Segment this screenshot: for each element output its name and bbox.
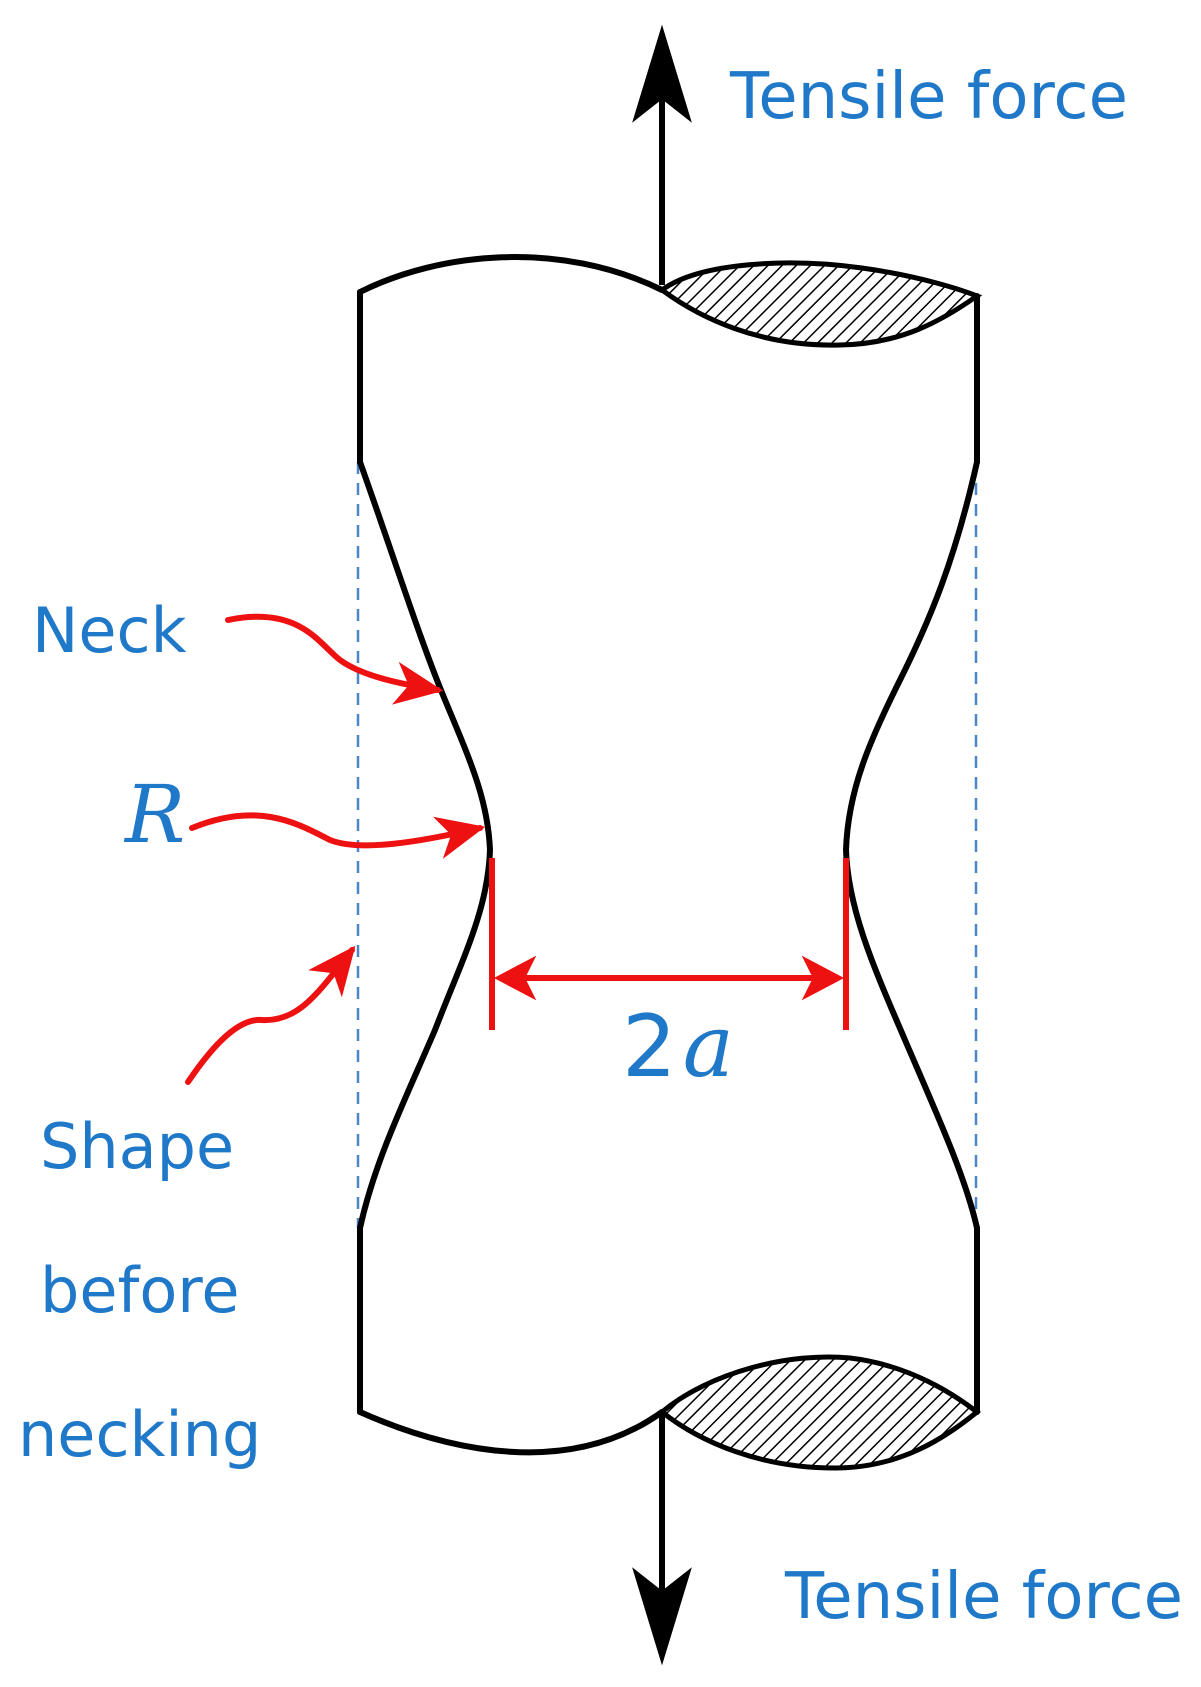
width-label-variable: a [683, 997, 734, 1097]
specimen-right-neck-profile [843, 459, 980, 1231]
specimen-bottom-edge [357, 1409, 665, 1456]
specimen-outline [357, 254, 980, 1456]
width-label: 2a [622, 997, 734, 1097]
tensile-force-arrows [632, 24, 692, 1666]
shape-before-label-line2: before [40, 1254, 240, 1327]
original-shape-dashed-lines [356, 462, 978, 1228]
width-arrow-left-head [493, 955, 537, 1001]
width-label-number: 2 [622, 997, 677, 1097]
neck-label: Neck [32, 594, 187, 667]
radius-label: R [123, 768, 185, 861]
top-force-arrow-head [632, 24, 692, 123]
specimen-left-neck-profile [357, 459, 493, 1231]
shape-before-label-line1: Shape [40, 1110, 234, 1183]
bottom-force-arrow-head [632, 1567, 692, 1666]
tensile-force-top-label: Tensile force [729, 60, 1128, 134]
width-arrow-right-head [801, 955, 845, 1001]
top-cross-section-hatch [657, 260, 983, 348]
radius-pointer-arrow [189, 812, 486, 859]
shape-before-pointer-arrow [185, 945, 356, 1085]
tensile-force-bottom-label: Tensile force [784, 1560, 1183, 1634]
bottom-cross-section-hatch [658, 1354, 982, 1471]
neck-pointer-arrow [225, 613, 444, 705]
specimen-top-edge [357, 254, 665, 295]
shape-before-label-line3: necking [18, 1398, 261, 1471]
red-annotations [185, 613, 849, 1085]
